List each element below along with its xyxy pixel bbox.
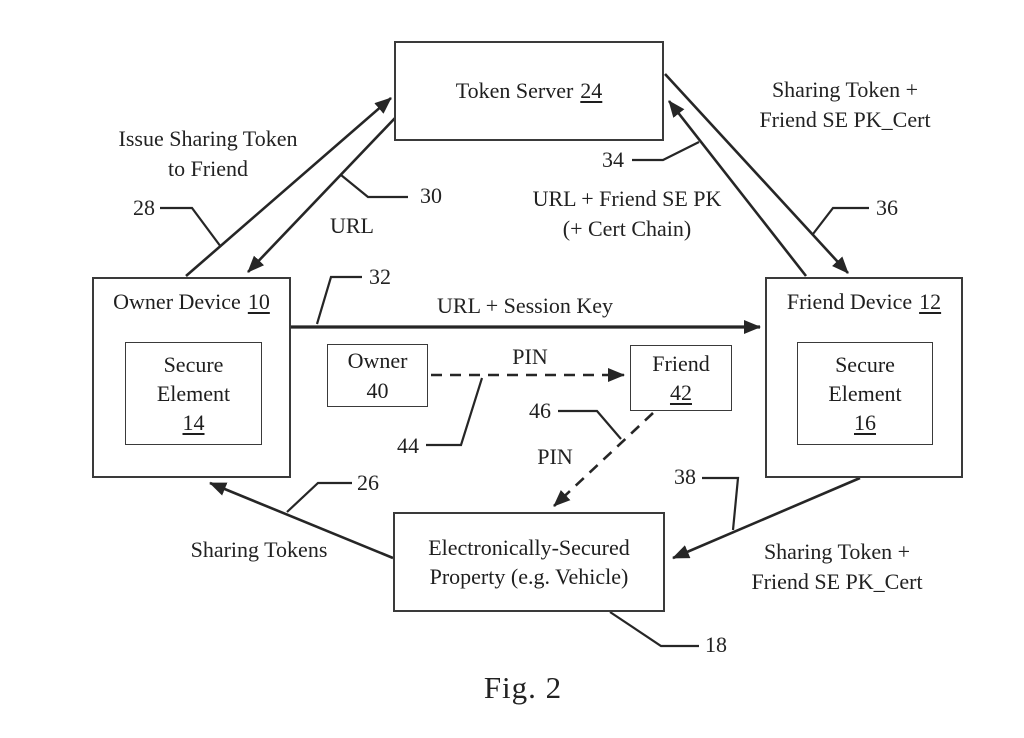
arrow-30-server-to-owner	[247, 116, 397, 273]
ref-36: 36	[876, 195, 898, 221]
leader-46	[558, 409, 622, 440]
leader-26	[286, 481, 352, 513]
se14-ref: 14	[182, 410, 205, 436]
ref-32: 32	[369, 264, 391, 290]
label-pin-bottom: PIN	[537, 444, 573, 470]
label-url: URL	[330, 213, 374, 239]
node-secure-element-14: Secure Element 14	[125, 342, 262, 445]
friend-device-label: Friend Device	[786, 289, 913, 314]
label-sharing-token-top: Sharing Token + Friend SE PK_Cert	[759, 77, 931, 132]
arrow-26-property-to-owner	[209, 481, 394, 560]
leader-34	[632, 141, 700, 162]
leader-18	[609, 611, 699, 648]
se16-line1: Secure	[835, 351, 895, 377]
ref-38: 38	[674, 464, 696, 490]
friend-user-label: Friend	[652, 350, 710, 376]
ref-28: 28	[133, 195, 155, 221]
leader-32	[315, 275, 362, 325]
arrow-34-friend-to-server	[667, 100, 808, 277]
ref-46: 46	[529, 398, 551, 424]
se14-line1: Secure	[163, 351, 224, 377]
leader-44	[426, 377, 484, 447]
property-line1: Electronically-Secured	[428, 534, 630, 560]
arrow-46-pin-friend-to-property	[553, 412, 654, 507]
owner-device-ref: 10	[247, 289, 270, 314]
label-sharing-tokens: Sharing Tokens	[190, 537, 328, 563]
leader-28	[160, 206, 222, 248]
se16-ref: 16	[854, 410, 876, 436]
friend-user-ref: 42	[669, 380, 692, 405]
label-pin-top: PIN	[512, 344, 548, 370]
leader-38	[702, 476, 740, 531]
label-url-friend-se-pk: URL + Friend SE PK (+ Cert Chain)	[532, 186, 722, 241]
label-sharing-token-bottom: Sharing Token + Friend SE PK_Cert	[751, 539, 923, 594]
friend-device-ref: 12	[919, 289, 942, 314]
token-server-ref: 24	[580, 78, 603, 104]
node-owner-40: Owner 40	[327, 344, 428, 407]
leader-30	[340, 174, 408, 199]
ref-44: 44	[397, 433, 419, 459]
label-issue-sharing-token: Issue Sharing Token to Friend	[118, 126, 298, 181]
label-url-session-key: URL + Session Key	[437, 293, 613, 319]
node-secure-element-16: Secure Element 16	[797, 342, 933, 445]
token-server-label: Token Server	[455, 78, 574, 104]
ref-34: 34	[602, 147, 624, 173]
ref-30: 30	[420, 183, 442, 209]
leader-36	[812, 206, 869, 235]
se14-line2: Element	[156, 380, 231, 406]
ref-26: 26	[357, 470, 379, 496]
figure-caption: Fig. 2	[483, 669, 563, 705]
node-secured-property: Electronically-Secured Property (e.g. Ve…	[393, 512, 665, 612]
ref-18: 18	[705, 632, 727, 658]
owner-device-label: Owner Device	[113, 289, 241, 314]
property-line2: Property (e.g. Vehicle)	[429, 564, 629, 589]
node-friend-42: Friend 42	[630, 345, 732, 411]
owner-user-ref: 40	[366, 377, 389, 403]
arrow-36-server-to-friend	[664, 73, 849, 274]
se16-line2: Element	[828, 380, 902, 406]
owner-user-label: Owner	[347, 348, 408, 374]
arrow-38-friend-to-property	[672, 476, 861, 560]
